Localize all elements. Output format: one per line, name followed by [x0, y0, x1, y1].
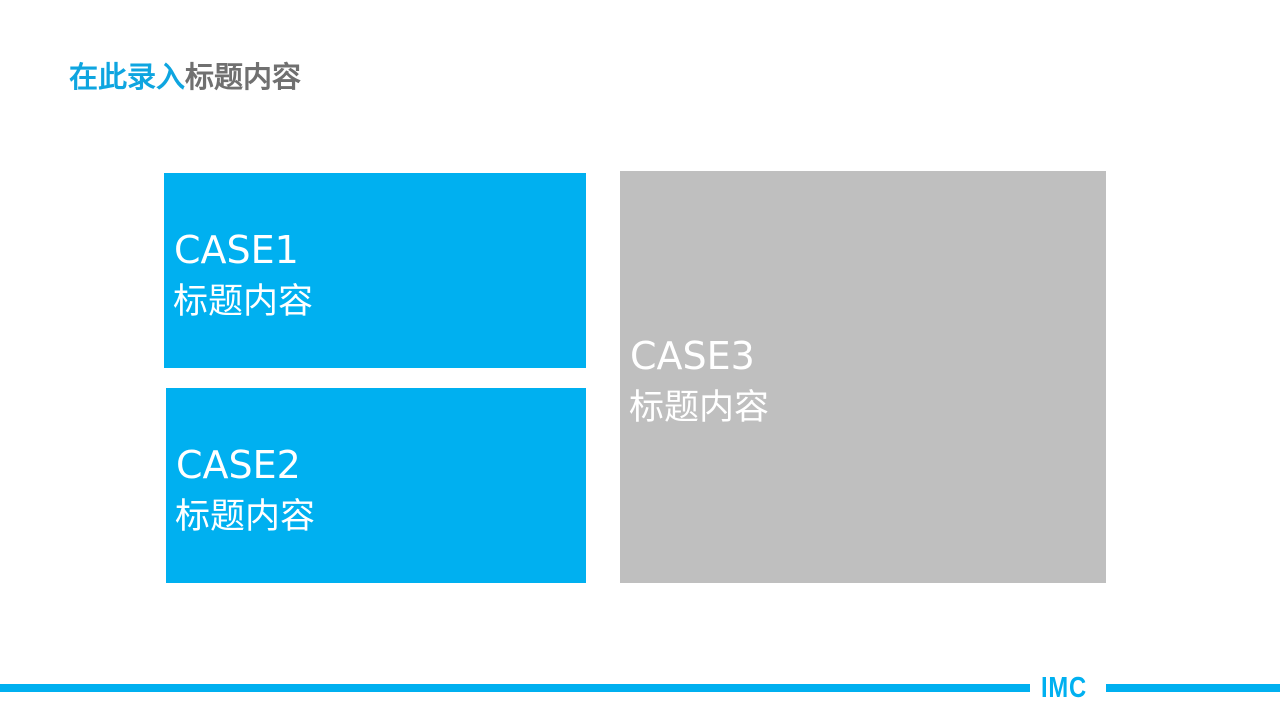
- case-card-subtitle: 标题内容: [629, 388, 770, 428]
- page-title: 在此录入标题内容: [69, 54, 301, 96]
- case-card-heading: CASE1: [174, 228, 299, 272]
- case-card-3: CASE3 标题内容: [620, 171, 1106, 583]
- imc-logo: IMC: [1041, 672, 1088, 704]
- case-card-subtitle: 标题内容: [175, 497, 316, 537]
- case-card-heading: CASE3: [630, 334, 755, 378]
- page-title-accent: 在此录入: [69, 60, 186, 94]
- case-card-1: CASE1 标题内容: [164, 173, 586, 368]
- footer-line-left: [0, 684, 1030, 692]
- case-card-2: CASE2 标题内容: [166, 388, 586, 583]
- case-card-heading: CASE2: [176, 443, 301, 487]
- footer-line-right: [1106, 684, 1280, 692]
- page-title-rest: 标题内容: [185, 60, 302, 94]
- case-card-subtitle: 标题内容: [173, 282, 314, 322]
